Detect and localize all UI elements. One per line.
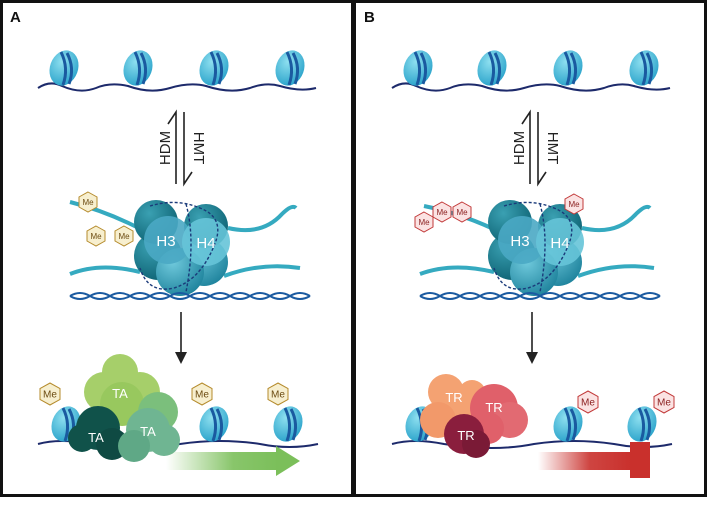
panel-a-top-chromatin bbox=[37, 50, 317, 92]
methyl-mark: Me bbox=[653, 390, 675, 414]
nucleosome bbox=[123, 50, 153, 86]
ta-label-top: TA bbox=[112, 386, 128, 401]
nucleosome bbox=[629, 50, 659, 86]
svg-text:Me: Me bbox=[418, 218, 430, 227]
tr-label-top: TR bbox=[445, 390, 462, 405]
hmt-label: HMT bbox=[190, 132, 207, 165]
ta-label-right: TA bbox=[140, 424, 156, 439]
panel-b-equilibrium-arrows: HDM HMT bbox=[511, 109, 561, 187]
nucleosome bbox=[403, 50, 433, 86]
svg-text:Me: Me bbox=[456, 208, 468, 217]
svg-text:Me: Me bbox=[43, 390, 57, 401]
h3-label: H3 bbox=[510, 233, 529, 250]
hmt-arrow bbox=[537, 112, 547, 187]
svg-text:Me: Me bbox=[568, 200, 580, 209]
activation-arrow bbox=[166, 446, 300, 476]
histone-h3 bbox=[498, 216, 546, 264]
dna-strand bbox=[37, 82, 317, 92]
nucleosome bbox=[49, 50, 79, 86]
panel-a-down-arrow bbox=[175, 312, 187, 364]
histone-h3 bbox=[144, 216, 192, 264]
ta-complex: TA TA TA bbox=[68, 354, 180, 462]
methyl-mark: Me bbox=[564, 193, 584, 215]
histone-tail bbox=[223, 264, 301, 278]
tr-complex: TR TR TR bbox=[420, 374, 528, 458]
methyl-mark: Me bbox=[39, 382, 61, 406]
nucleosome bbox=[477, 50, 507, 86]
ta-label-left: TA bbox=[88, 430, 104, 445]
histone-tail bbox=[577, 264, 655, 278]
hdm-arrow bbox=[167, 109, 177, 184]
methyl-mark: Me bbox=[191, 382, 213, 406]
methyl-mark: Me bbox=[114, 225, 134, 247]
svg-text:Me: Me bbox=[271, 390, 285, 401]
panel-b-down-arrow bbox=[526, 312, 538, 364]
svg-text:Me: Me bbox=[657, 398, 671, 409]
hdm-label: HDM bbox=[157, 131, 174, 165]
panel-a-frame bbox=[0, 0, 354, 497]
methyl-mark: Me bbox=[452, 201, 472, 223]
dna-strand bbox=[391, 440, 673, 449]
histone-tail bbox=[69, 265, 141, 276]
repression-bar bbox=[538, 442, 650, 478]
panel-a-methyl-marks: Me Me Me bbox=[78, 191, 134, 247]
tr-label-bottom: TR bbox=[457, 428, 474, 443]
hdm-label: HDM bbox=[511, 131, 528, 165]
methyl-mark: Me bbox=[432, 201, 452, 223]
methyl-mark: Me bbox=[414, 211, 434, 233]
svg-text:Me: Me bbox=[118, 232, 130, 241]
svg-text:Me: Me bbox=[436, 208, 448, 217]
nucleosome bbox=[275, 50, 305, 86]
panel-b-histone-octamer: H3 H4 bbox=[419, 200, 661, 300]
panel-a-bottom-chromatin: Me Me Me bbox=[37, 354, 319, 476]
panel-b-methyl-marks: Me Me Me Me bbox=[414, 193, 584, 233]
nucleosome bbox=[627, 406, 657, 442]
svg-text:Me: Me bbox=[195, 390, 209, 401]
panel-a: HDM HMT H3 H4 Me bbox=[37, 50, 319, 476]
svg-text:Me: Me bbox=[90, 232, 102, 241]
panel-b-letter: B bbox=[364, 9, 375, 26]
hdm-arrow bbox=[521, 109, 531, 184]
methyl-mark: Me bbox=[86, 225, 106, 247]
panel-a-equilibrium-arrows: HDM HMT bbox=[157, 109, 207, 187]
histone-tail bbox=[227, 204, 298, 233]
methyl-mark: Me bbox=[267, 382, 289, 406]
tr-label-right: TR bbox=[485, 400, 502, 415]
nucleosome bbox=[273, 406, 303, 442]
panel-b-frame bbox=[353, 0, 707, 497]
h3-label: H3 bbox=[156, 233, 175, 250]
h4-label: H4 bbox=[550, 235, 569, 252]
panel-b-bottom-chromatin: Me Me TR TR TR bbox=[391, 374, 675, 478]
hmt-arrow bbox=[183, 112, 193, 187]
panel-b: HDM HMT H3 H4 Me bbox=[391, 50, 675, 478]
methyl-mark: Me bbox=[78, 191, 98, 213]
nucleosome bbox=[199, 50, 229, 86]
nucleosome bbox=[553, 50, 583, 86]
panel-b-top-chromatin bbox=[391, 50, 671, 92]
svg-text:Me: Me bbox=[581, 398, 595, 409]
dna-strand bbox=[391, 82, 671, 92]
nucleosome bbox=[199, 406, 229, 442]
methyl-mark: Me bbox=[577, 390, 599, 414]
panel-a-letter: A bbox=[10, 9, 21, 26]
histone-tail bbox=[581, 204, 652, 233]
nucleosome bbox=[553, 406, 583, 442]
panel-a-histone-octamer: H3 H4 bbox=[69, 200, 311, 300]
histone-tail bbox=[419, 265, 495, 276]
hmt-label: HMT bbox=[544, 132, 561, 165]
h4-label: H4 bbox=[196, 235, 215, 252]
svg-text:Me: Me bbox=[82, 198, 94, 207]
